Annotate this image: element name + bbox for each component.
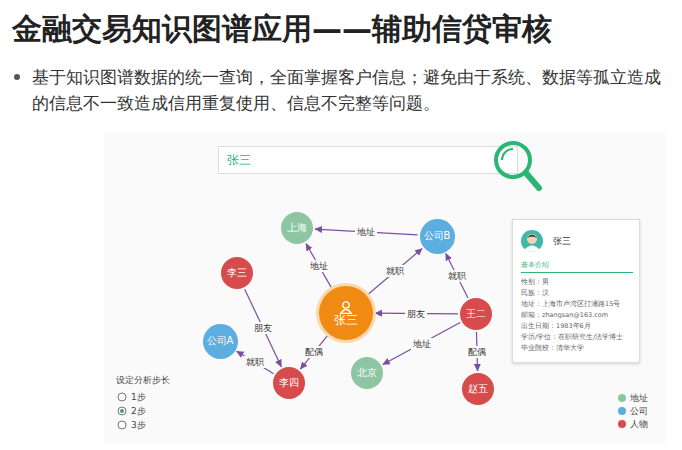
legend-label: 人物 <box>630 418 648 430</box>
entity-node: 上海 <box>281 212 313 244</box>
relation-arrow <box>383 323 460 365</box>
search-box: 张三 <box>218 146 518 174</box>
entity-node: 李三 <box>221 257 253 289</box>
radio-button <box>118 393 126 401</box>
node-label: 公司B <box>424 230 451 242</box>
magnifier-icon <box>496 143 530 177</box>
card-field: 地址：上海市卢湾区打浦路15号 <box>521 299 633 310</box>
node-label: 李四 <box>279 377 299 389</box>
relation-label: 朋友 <box>405 308 427 320</box>
legend-label: 公司 <box>630 405 648 417</box>
card-header: 张三 <box>521 228 633 254</box>
relation-arrow <box>306 244 332 288</box>
radio-label: 2步 <box>131 405 146 417</box>
radio-label: 3步 <box>131 419 146 431</box>
node-label: 上海 <box>287 222 307 234</box>
radio-dot <box>120 409 124 413</box>
legend-label: 地址 <box>630 392 648 404</box>
relation-label: 朋友 <box>252 322 274 334</box>
node-label: 北京 <box>357 367 377 379</box>
card-field: 学历/学位：在职研究生/法学博士 <box>521 332 633 343</box>
card-name: 张三 <box>553 235 571 248</box>
node-label: 赵五 <box>468 383 488 395</box>
relation-label: 地址 <box>308 260 330 272</box>
radio-button <box>118 421 126 429</box>
entity-node: 王二 <box>460 298 492 330</box>
radio-button <box>118 407 126 415</box>
card-field: 民族：汉 <box>521 288 633 299</box>
profile-card: 张三基本介绍性别：男民族：汉地址：上海市卢湾区打浦路15号邮箱：zhangsan… <box>512 219 640 363</box>
relation-arrow <box>300 335 327 369</box>
legend-swatch <box>618 420 626 428</box>
relation-label: 地址 <box>355 226 377 238</box>
node-label: 王二 <box>466 308 486 320</box>
relation-label: 配偶 <box>466 346 488 358</box>
relation-label: 地址 <box>411 338 433 350</box>
card-section: 基本介绍 <box>521 260 633 273</box>
node-label: 公司A <box>207 335 234 347</box>
search-text: 张三 <box>227 152 251 169</box>
relation-label: 配偶 <box>303 346 325 358</box>
relation-arrow <box>368 249 422 295</box>
legend-swatch <box>618 407 626 415</box>
graph-panel <box>104 132 666 444</box>
card-field: 性别：男 <box>521 277 633 288</box>
relation-label: 就职 <box>446 270 468 282</box>
page-title: 金融交易知识图谱应用——辅助信贷审核 <box>12 10 552 48</box>
person-icon <box>339 301 353 314</box>
entity-node: 李四 <box>273 367 305 399</box>
entity-node: 公司B <box>420 219 455 254</box>
entity-node: 公司A <box>203 324 238 359</box>
bullet-dot <box>14 74 20 80</box>
relation-arrow <box>446 253 468 297</box>
relation-arrow <box>237 351 274 374</box>
entity-node: 北京 <box>351 357 383 389</box>
relation-arrow <box>245 289 282 366</box>
setting-title: 设定分析步长 <box>116 374 170 386</box>
entity-node: 赵五 <box>462 373 494 405</box>
card-field: 邮箱：zhangsan@163.com <box>521 310 633 321</box>
main-entity-node: 张三 <box>319 286 373 340</box>
legend-swatch <box>618 394 626 402</box>
card-field: 毕业院校：清华大学 <box>521 343 633 354</box>
card-field: 出生日期：1983年6月 <box>521 321 633 332</box>
relation-label: 就职 <box>384 265 406 277</box>
radio-label: 1步 <box>131 391 146 403</box>
avatar-icon <box>521 230 543 252</box>
bullet-text: 基于知识图谱数据的统一查询，全面掌握客户信息；避免由于系统、数据等孤立造成的信息… <box>32 64 672 116</box>
node-label: 张三 <box>334 314 358 326</box>
relation-label: 就职 <box>244 356 266 368</box>
magnifier-handle <box>526 173 539 188</box>
magnifier-glint <box>502 149 513 160</box>
node-label: 李三 <box>227 267 247 279</box>
